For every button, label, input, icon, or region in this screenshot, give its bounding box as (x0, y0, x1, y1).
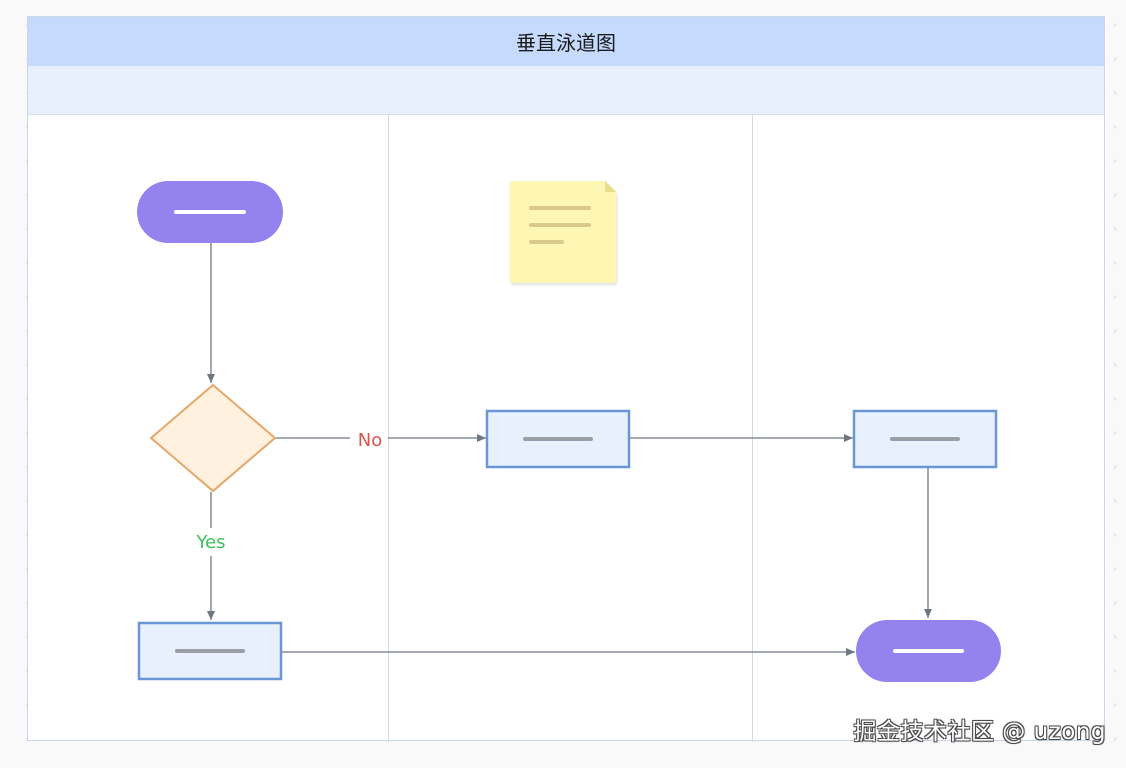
diagram-title[interactable]: 垂直泳道图 (28, 17, 1104, 66)
sticky-note[interactable] (510, 181, 616, 283)
edge-label-no: No (358, 430, 382, 451)
start-terminal[interactable] (137, 181, 283, 243)
lane-header-row (28, 66, 1104, 115)
note-fold-corner (605, 181, 616, 192)
lane-divider-1 (388, 114, 389, 742)
lane-divider-2 (752, 114, 753, 742)
process-box-lane1[interactable] (137, 621, 283, 681)
end-terminal[interactable] (856, 620, 1001, 682)
swimlane-diagram: 垂直泳道图 (27, 16, 1105, 742)
watermark: 掘金技术社区 @ uzong (853, 719, 1106, 745)
process-box-lane3[interactable] (852, 409, 998, 469)
decision-diamond[interactable] (149, 383, 277, 493)
edge-label-yes: Yes (195, 532, 225, 553)
process-box-lane2[interactable] (485, 409, 631, 469)
